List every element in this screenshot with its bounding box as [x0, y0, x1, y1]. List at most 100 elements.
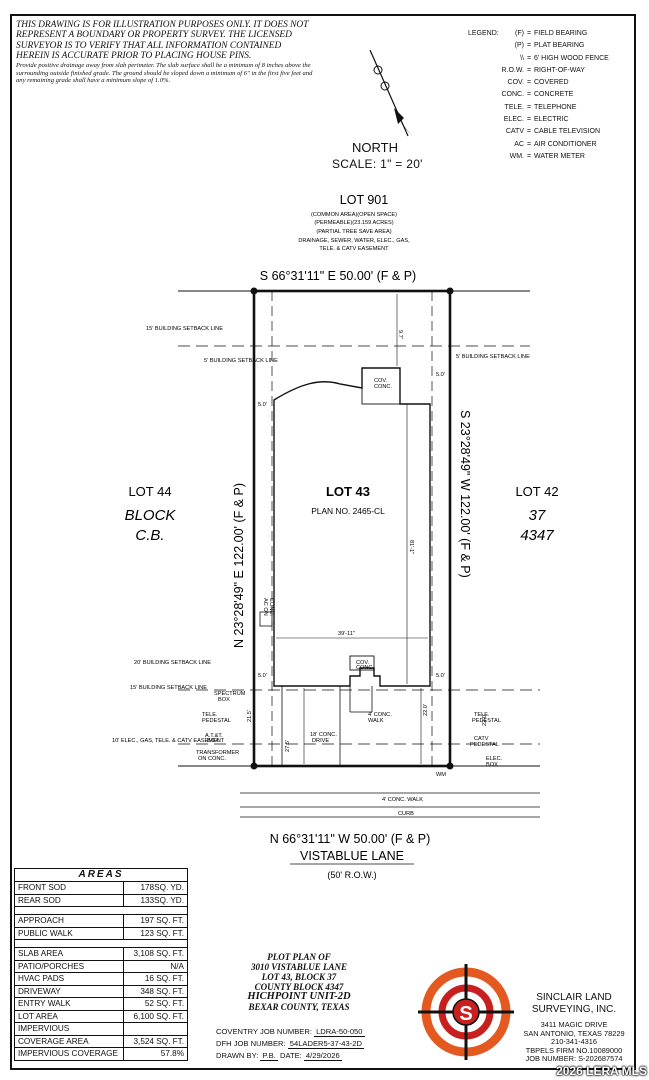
elec-box-label: ELEC.: [486, 756, 503, 762]
lot-44-label: BLOCK: [125, 507, 177, 524]
front-covered-concrete-label: CONC.: [356, 665, 374, 671]
title-block-line: COUNTY BLOCK 4347: [254, 982, 344, 992]
company-block: SINCLAIR LAND SURVEYING, INC. 3411 MAGIC…: [512, 992, 636, 1064]
sb5e-label: 5' BUILDING SETBACK LINE: [456, 354, 530, 360]
lot-901-note: DRAINAGE, SEWER, WATER, ELEC., GAS,: [298, 238, 410, 244]
lot901-label: LOT 901: [340, 193, 388, 207]
coventry-job-value: LDRA-50-050: [314, 1027, 365, 1037]
transformer-label: ON CONC.: [198, 756, 226, 762]
areas-row-value: 197 SQ. FT.: [140, 916, 184, 925]
areas-row-label: COVERAGE AREA: [15, 1035, 124, 1047]
areas-row-label: DRIVEWAY: [15, 985, 124, 997]
title-block-line: LOT 43, BLOCK 37: [261, 972, 337, 982]
sb15f-label: 15' BUILDING SETBACK LINE: [130, 685, 207, 691]
catv-pedestal-label: PEDESTAL: [470, 742, 499, 748]
drive-label: 27.5': [285, 740, 291, 752]
areas-row: LOT AREA 6,100 SQ. FT.: [15, 1010, 187, 1023]
lot-901-note: TELE. & CATV EASEMENT: [319, 246, 389, 252]
spectrum-box-label: BOX: [218, 697, 230, 703]
coventry-job-label: COVENTRY JOB NUMBER:: [216, 1027, 312, 1036]
sinclair-logo-icon: S: [418, 964, 514, 1060]
legend-item: CATV=CABLE TELEVISION: [505, 128, 601, 136]
areas-title: AREAS: [15, 869, 187, 882]
areas-row-label: APPROACH: [15, 915, 124, 927]
tele-pedestal-left-label: TELE.: [202, 712, 218, 718]
areas-row-label: LOT AREA: [15, 1010, 124, 1022]
lot-901-note: (PERMEABLE)(23.159 ACRES): [314, 220, 393, 226]
areas-row-value: 6,100 SQ. FT.: [133, 1011, 184, 1021]
legend-item: \\=6' HIGH WOOD FENCE: [520, 54, 609, 62]
lot-42-label: LOT 42: [515, 484, 558, 499]
legend-item: CONC.=CONCRETE: [501, 91, 574, 99]
title-block-line: 3010 VISTABLUE LANE: [250, 962, 348, 972]
areas-spacer: [15, 940, 187, 948]
date-label: DATE:: [279, 1051, 302, 1060]
sb20-label: 20' BUILDING SETBACK LINE: [134, 660, 211, 666]
concrete-walk-label: WALK: [368, 718, 384, 724]
areas-row-value: [124, 1023, 187, 1035]
transformer-label: TRANSFORMER: [196, 750, 239, 756]
areas-row-value: 57.8%: [160, 1049, 184, 1058]
lot-901-note: (COMMON AREA)(OPEN SPACE): [311, 212, 397, 218]
areas-row-value: 348 SQ. FT.: [140, 986, 184, 996]
tele-pedestal-left-label: PEDESTAL: [202, 718, 231, 724]
company-name-2: SURVEYING, INC.: [531, 1004, 617, 1015]
dfh-job-value: 54LADER5-37-43-2D: [287, 1039, 364, 1049]
ac-pad-label: CONC.: [268, 598, 274, 616]
mls-watermark: 2026 LERA MLS: [556, 1064, 647, 1078]
street-name-label: VISTABLUE LANE: [300, 849, 404, 863]
areas-row-value: 123 SQ. FT.: [140, 928, 184, 938]
rear-covered-concrete-label: CONC.: [374, 384, 392, 390]
concrete-drive-label: 18' CONC.: [310, 732, 337, 738]
legend-item: COV.=COVERED: [507, 79, 569, 87]
east-property-line-label: S 23°28'49" W 122.00' (F & P): [458, 410, 472, 578]
drawn-by-value: P.B.: [260, 1051, 278, 1061]
lot-44-label: LOT 44: [128, 484, 171, 499]
areas-row-label: IMPERVIOUS: [15, 1023, 124, 1035]
front-label: 22.0': [423, 704, 429, 716]
company-address-1: 3411 MAGIC DRIVE: [540, 1020, 608, 1029]
areas-row-value: 133SQ. YD.: [140, 895, 184, 905]
legend-title: LEGEND:: [468, 30, 499, 37]
front-covered-concrete-label: COV.: [356, 660, 370, 666]
north-label: NORTH: [352, 140, 398, 155]
lot-44-label: C.B.: [135, 527, 164, 544]
company-job-number: JOB NUMBER: S-202687574: [525, 1054, 623, 1064]
disclaimer-note: This drawing is for illustration purpose…: [16, 20, 309, 62]
north-property-line-label: S 66°31'11" E 50.00' (F & P): [260, 269, 416, 283]
ease-label: 10' ELEC., GAS, TELE. & CATV EASEMENT: [112, 738, 225, 744]
right-of-way-label: (50' R.O.W.): [327, 870, 376, 880]
concrete-walk-label: 4' CONC.: [368, 712, 392, 718]
depth-label: 81'-1": [408, 540, 414, 554]
areas-row-label: SLAB AREA: [15, 948, 124, 960]
lot-901-label: LOT 901 (COMMON AREA)(OPEN SPACE) (PERME…: [298, 193, 410, 252]
legend-item: TELE.=TELEPHONE: [504, 103, 577, 111]
company-firm-number: TBPELS FIRM NO.10089000: [525, 1045, 623, 1055]
areas-row-value: N/A: [170, 961, 184, 971]
date-value: 4/29/2026: [303, 1051, 342, 1061]
walk4-label: 4' CONC. WALK: [382, 797, 423, 803]
south-property-line-label: N 66°31'11" W 50.00' (F & P): [270, 832, 431, 846]
svg-text:S: S: [459, 1003, 472, 1025]
company-name-1: SINCLAIR LAND: [536, 992, 612, 1003]
areas-row-label: ENTRY WALK: [15, 998, 124, 1010]
5ne-label: 5.0': [436, 372, 445, 378]
5nw-label: 5.0': [258, 402, 267, 408]
areas-spacer: [15, 907, 187, 915]
eastfront-label: 22.0': [482, 714, 488, 726]
areas-row-label: IMPERVIOUS COVERAGE: [15, 1048, 124, 1060]
areas-row-value: 52 SQ. FT.: [144, 999, 184, 1008]
lot-901-note: (PARTIAL TREE SAVE AREA): [316, 229, 391, 235]
att-box-label: BOX: [207, 738, 219, 744]
title-block-line: HICHPOINT UNIT-2D: [247, 991, 351, 1002]
walkl-label: 21.5': [247, 710, 253, 722]
lot-43-label: LOT 43: [326, 484, 370, 499]
areas-row-value: 16 SQ. FT.: [144, 974, 184, 983]
